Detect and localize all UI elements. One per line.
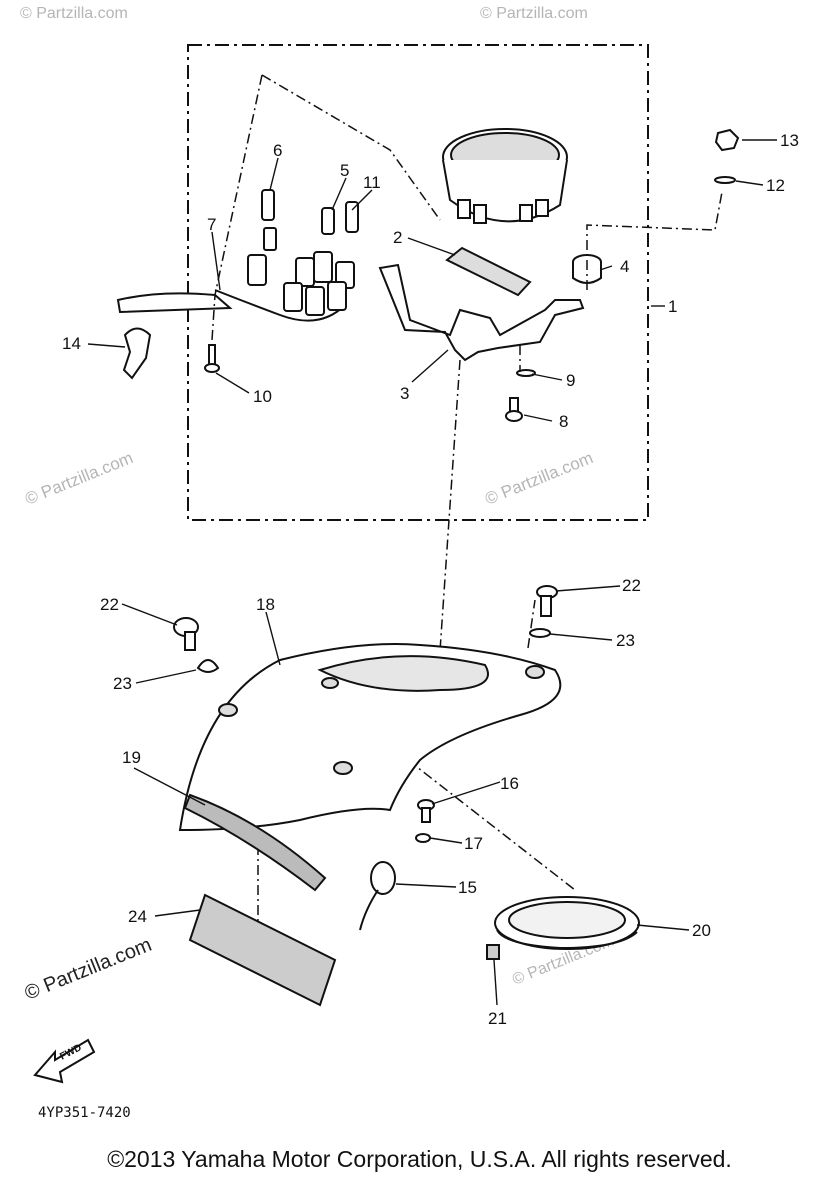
part-14-clamp <box>122 327 152 380</box>
part-8-screw <box>505 397 523 422</box>
watermark-text: © Partzilla.com <box>20 5 128 22</box>
callout-23-left: 23 <box>113 674 132 693</box>
callout-leaders <box>87 139 777 1006</box>
callout-11: 11 <box>363 173 381 192</box>
callout-13: 13 <box>780 131 799 150</box>
part-24-label <box>188 893 337 1007</box>
callout-16: 16 <box>500 774 519 793</box>
watermark-text: © Partzilla.com <box>482 448 595 509</box>
watermark-text: © Partzilla.com <box>22 448 135 509</box>
part-20-bezel <box>494 896 640 950</box>
callout-18: 18 <box>256 595 275 614</box>
part-10-screw <box>204 344 220 373</box>
part-3-bracket <box>378 263 585 362</box>
part-16-screw <box>417 799 435 823</box>
part-18-meter-cover <box>178 643 562 832</box>
callout-15: 15 <box>458 878 477 897</box>
callout-1: 1 <box>668 297 677 316</box>
part-17-washer <box>415 833 431 843</box>
callout-24: 24 <box>128 907 147 926</box>
callout-19: 19 <box>122 748 141 767</box>
part-19-trim <box>183 793 327 892</box>
callout-7: 7 <box>207 215 216 234</box>
meter-housing <box>442 128 568 224</box>
callout-5: 5 <box>340 161 349 180</box>
part-22-screw-left <box>173 617 199 651</box>
part-9-washer <box>516 369 536 377</box>
callout-9: 9 <box>566 371 575 390</box>
callout-8: 8 <box>559 412 568 431</box>
callout-14: 14 <box>62 334 81 353</box>
watermark-text-dark: © Partzilla.com <box>22 934 155 1005</box>
callout-23-right: 23 <box>616 631 635 650</box>
part-23-washer-right <box>529 628 551 638</box>
callout-numbers: 6 5 11 7 2 4 1 3 10 8 9 13 12 14 22 23 2… <box>62 131 799 1028</box>
copyright-text: ©2013 Yamaha Motor Corporation, U.S.A. A… <box>107 1146 732 1172</box>
watermark-text: © Partzilla.com <box>480 5 588 22</box>
part-15-switch <box>359 861 396 931</box>
part-23-washer-left <box>196 659 220 673</box>
callout-17: 17 <box>464 834 483 853</box>
part-12-washer <box>714 176 736 184</box>
callout-6: 6 <box>273 141 282 160</box>
part-13-nut <box>714 128 740 152</box>
fwd-arrow-icon: FWD <box>33 1038 96 1084</box>
callout-12: 12 <box>766 176 785 195</box>
bulb-socket-harness <box>116 189 359 322</box>
callout-22-right: 22 <box>622 576 641 595</box>
callout-3: 3 <box>400 384 409 403</box>
part-21-clip <box>486 944 500 960</box>
part-22-screw-right <box>536 585 558 617</box>
callout-20: 20 <box>692 921 711 940</box>
part-code: 4YP351-7420 <box>38 1105 131 1121</box>
callout-22-left: 22 <box>100 595 119 614</box>
part-2-socket <box>445 246 532 297</box>
callout-4: 4 <box>620 257 629 276</box>
assembly-box <box>187 44 649 521</box>
callout-21: 21 <box>488 1009 507 1028</box>
callout-2: 2 <box>393 228 402 247</box>
callout-10: 10 <box>253 387 272 406</box>
